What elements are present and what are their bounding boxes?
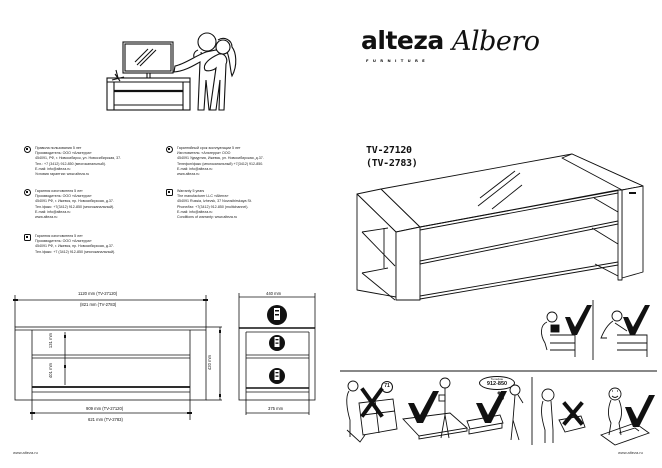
brand-name: alteza (361, 26, 444, 55)
couple-tv-illustration (106, 32, 237, 111)
dim-side-depth-top: 440 mm (266, 291, 282, 296)
contact-line: Conditions of warranty: www.alteza.ru (177, 215, 238, 220)
contact-line: Изготовитель: «Альтерра» ООО (177, 151, 231, 156)
contact-line: Производитель: ООО «Альтерра» (35, 194, 92, 199)
dim-shelf-gap-upper: 131 mm (48, 332, 54, 349)
contact-line: E-mail: info@alteza.ru (35, 209, 71, 214)
contact-line: 454091 РФ, г. Ижевск, пр. Новосибирская,… (35, 244, 114, 249)
contact-line: Правила пользования 5 лет (35, 146, 82, 150)
collection-name: Albero (452, 26, 540, 57)
dim-top-width-secondary: (821 mm (TV-2783) (80, 302, 117, 307)
contact-line: The manufacturer LLC «Alterra» (177, 194, 229, 199)
contact-line: Тел.: +7 (3412) 912-850 (многоканальный)… (35, 161, 106, 166)
contact-line: 454091 РФ, г. Ижевск, пр. Новосибирская,… (35, 199, 114, 204)
contact-line: Условия гарантии: www.alteza.ru (35, 172, 90, 177)
item-count-badge: 71 (381, 381, 393, 393)
contact-line: Phone/fax: +7(3412) 912-850 (multichanne… (177, 204, 249, 209)
contact-line: Гарантия изготовителя 5 лет (35, 234, 83, 238)
contact-line: 454091, РФ, г. Новосибирск, ул. Новосиби… (35, 156, 122, 161)
tv-stand-isometric-drawing (356, 153, 644, 301)
check-icon (408, 305, 655, 427)
dim-shelf-gap-lower: 401 mm (48, 362, 54, 379)
instruction-pictograms (340, 300, 657, 446)
dim-top-width-primary: 1120 mm (TV-27120) (78, 291, 118, 296)
cross-icon (360, 387, 584, 426)
calendar-icon (166, 189, 173, 196)
model-secondary: (TV-2783) (366, 158, 418, 169)
contact-line: Телефон/факс (многоканальный) +7(3412) 9… (177, 161, 264, 166)
dim-bottom-width-secondary: 621 mm (TV-2783) (88, 417, 123, 422)
contact-line: E-mail: info@alteza.ru (177, 209, 213, 214)
contact-line: E-mail: info@alteza.ru (177, 166, 213, 171)
contact-line: www.alteza.ru (177, 172, 200, 177)
contact-line: Гарантийный срок эксплуатации 5 лет (177, 146, 241, 150)
globe-icon (24, 189, 31, 196)
screw-icon (267, 305, 287, 384)
chat-icon (24, 234, 31, 241)
contact-line: www.alteza.ru (35, 215, 58, 220)
phone-label: Телефон (490, 377, 504, 382)
footer-url-right: www.alteza.ru (618, 450, 643, 455)
footer-url-left: www.alteza.ru (13, 450, 38, 455)
contact-line: 454091 Удмуртия, Ижевск, ул. Новосибирск… (177, 156, 264, 161)
dim-side-depth-bottom: 375 mm (268, 406, 284, 411)
contact-line: Производитель: ООО «Альтерра» (35, 151, 92, 156)
brand-tagline: FURNITURE (366, 58, 430, 63)
globe-icon (24, 146, 31, 153)
contact-line: Производитель: ООО «Альтерра» (35, 239, 92, 244)
side-view-drawing (238, 293, 316, 415)
phone-number: 912-850 (486, 380, 508, 387)
phone-speech-bubble: Телефон 912-850 (479, 376, 515, 390)
contact-line: 454091 Russia, Izhevsk, 37 Novosibirskay… (177, 199, 252, 204)
model-primary: TV-27120 (366, 145, 412, 156)
dim-height: 420 mm (207, 354, 213, 371)
contact-line: Гарантия изготовителя 5 лет (35, 189, 83, 193)
dim-bottom-width-primary: 909 mm (TV-27120) (86, 406, 124, 411)
contact-line: Тел./факс: +7(3412) 912-850 (многоканаль… (35, 204, 115, 209)
front-view-drawing (13, 295, 222, 420)
contact-line: E-mail: info@alteza.ru (35, 166, 71, 171)
contact-line: Тел./факс: +7 (3412) 912-850 (многоканал… (35, 249, 116, 254)
contact-line: Warranty 5 years (177, 189, 205, 193)
globe-icon (166, 146, 173, 153)
